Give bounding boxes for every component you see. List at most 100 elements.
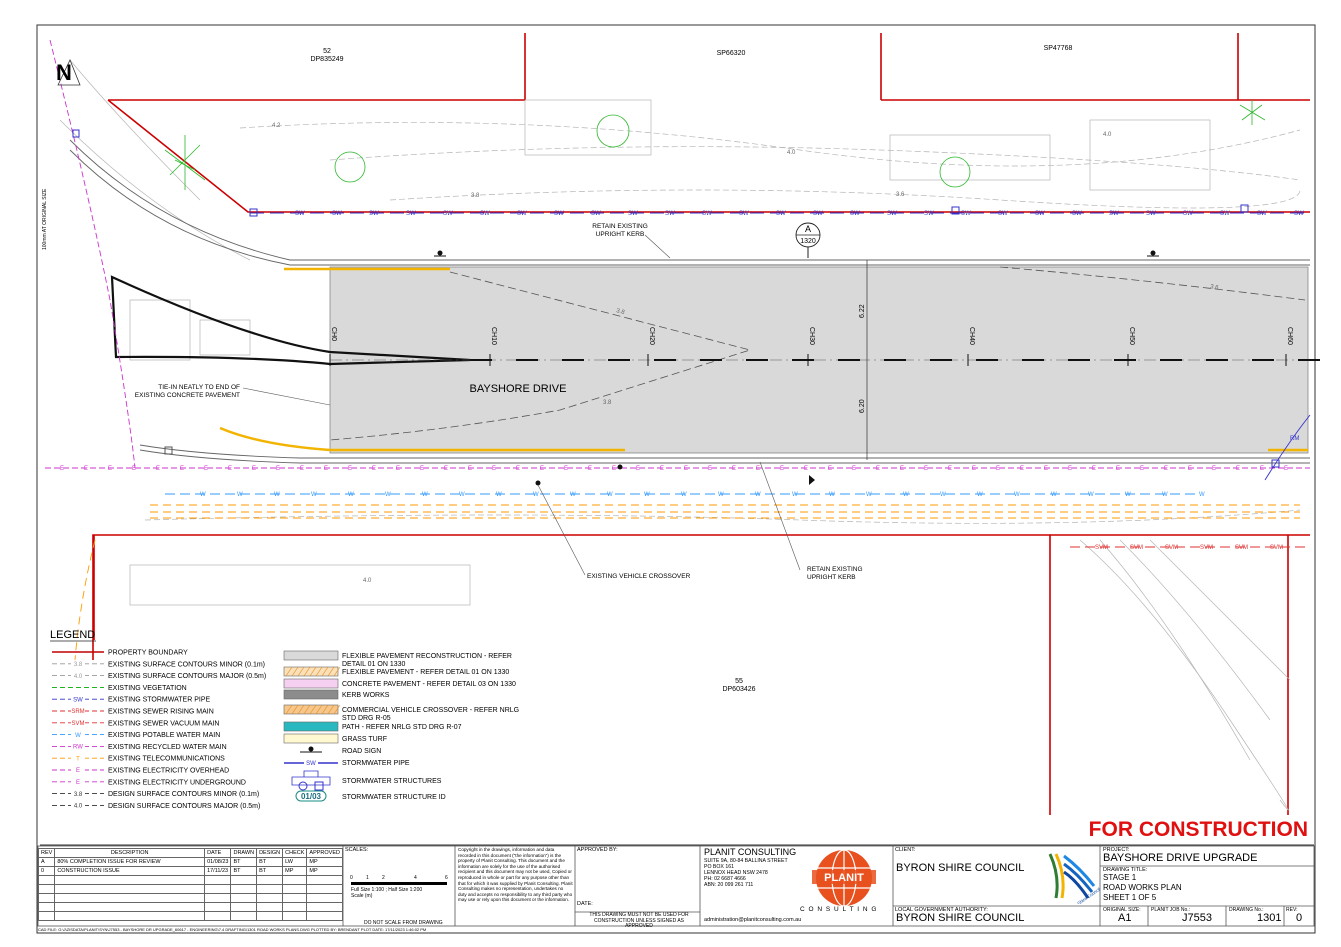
service-label: SW — [1183, 211, 1193, 217]
retain-kerb-top-1: RETAIN EXISTING — [592, 223, 648, 230]
legend-label: EXISTING POTABLE WATER MAIN — [108, 732, 220, 739]
road-name: BAYSHORE DRIVE — [470, 383, 567, 395]
chainage-label: CH0 — [330, 327, 337, 341]
service-label: E — [1068, 466, 1072, 472]
legend-label: EXISTING ELECTRICITY UNDERGROUND — [108, 779, 246, 786]
vehicle-crossover-label: EXISTING VEHICLE CROSSOVER — [587, 573, 691, 580]
service-label: E — [132, 466, 136, 472]
stormwater-inlet-icon — [314, 781, 324, 791]
service-label: E — [1020, 466, 1024, 472]
service-label: SW — [1294, 211, 1304, 217]
service-label: E — [684, 466, 688, 472]
service-label: W — [348, 492, 354, 498]
service-label: SW — [739, 211, 749, 217]
service-label: RM — [1290, 436, 1299, 442]
service-label: E — [180, 466, 184, 472]
legend-right: FLEXIBLE PAVEMENT RECONSTRUCTION - REFER… — [283, 650, 519, 802]
service-label: W — [829, 492, 835, 498]
service-label: E — [396, 466, 400, 472]
service-label: E — [852, 466, 856, 472]
service-label: E — [1236, 466, 1240, 472]
service-label: E — [156, 466, 160, 472]
not-for-construction: THIS DRAWING MUST NOT BE USED FOR CONSTR… — [589, 912, 689, 929]
service-label: W — [940, 492, 946, 498]
service-label: E — [204, 466, 208, 472]
annotations: RETAIN EXISTING UPRIGHT KERB TIE-IN NEAT… — [135, 223, 863, 581]
svg-text:3.8: 3.8 — [603, 400, 612, 406]
service-label: SW — [776, 211, 786, 217]
cad-file-path: CAD FILE: G:\J\ZISDATA\PLANIT\SYN\J7553 … — [38, 927, 427, 932]
service-label: E — [324, 466, 328, 472]
service-label: SW — [665, 211, 675, 217]
lga-label: LOCAL GOVERNMENT AUTHORITY: — [895, 907, 988, 913]
tie-in-2: EXISTING CONCRETE PAVEMENT — [135, 392, 240, 399]
legend-symbol: T — [76, 756, 80, 762]
service-label: SVM — [1130, 545, 1143, 551]
stormwater-structures — [72, 129, 1280, 468]
contour-labels: 4.2 4.0 4.0 3.8 3.6 3.8 3.8 3.6 4.0 — [272, 123, 1220, 584]
legend-fill-swatch — [283, 704, 339, 715]
service-label: W — [311, 492, 317, 498]
legend-symbol: SW — [73, 697, 83, 703]
drawing-title-label: DRAWING TITLE: — [1103, 867, 1148, 873]
project-name: BAYSHORE DRIVE UPGRADE — [1103, 852, 1258, 864]
design-header: DESIGN — [256, 848, 284, 858]
service-label: E — [492, 466, 496, 472]
legend-symbol: E — [76, 768, 80, 774]
service-label: W — [422, 492, 428, 498]
service-label: E — [780, 466, 784, 472]
service-label: W — [459, 492, 465, 498]
legend-fill-swatch — [283, 678, 339, 689]
svg-text:3.6: 3.6 — [1210, 284, 1220, 291]
service-label: W — [718, 492, 724, 498]
existing-vegetation — [164, 100, 1266, 190]
width-top: 6.22 — [859, 304, 866, 318]
service-label: SW — [406, 211, 416, 217]
service-label: E — [60, 466, 64, 472]
annotation-leaders — [242, 234, 801, 576]
lot-52: 52 — [323, 48, 331, 55]
legend-label: EXISTING SEWER VACUUM MAIN — [108, 720, 220, 727]
service-label: W — [533, 492, 539, 498]
service-label: E — [972, 466, 976, 472]
service-label: E — [228, 466, 232, 472]
service-label: SW — [1035, 211, 1045, 217]
service-label: E — [1164, 466, 1168, 472]
svg-text:4.2: 4.2 — [272, 123, 281, 129]
date-header: DATE — [204, 848, 232, 858]
road-sign-icon — [308, 746, 314, 752]
stormwater-id: 01/03 — [301, 792, 322, 801]
lot-55-dp: DP603426 — [722, 686, 755, 693]
service-label: SW — [295, 211, 305, 217]
stormwater-structure-icon — [291, 770, 331, 786]
legend-label: FLEXIBLE PAVEMENT RECONSTRUCTION - REFER — [342, 653, 512, 660]
service-label: SVM — [1165, 545, 1178, 551]
sp66320: SP66320 — [717, 50, 746, 57]
legend-fill-swatch — [283, 650, 339, 661]
desc-header: DESCRIPTION — [54, 848, 206, 858]
planit-logo-sub: C O N S U L T I N G — [800, 906, 878, 913]
drawn-header: DRAWN — [230, 848, 258, 858]
legend-label: CONCRETE PAVEMENT - REFER DETAIL 03 ON 1… — [342, 681, 516, 688]
service-label: SW — [554, 211, 564, 217]
width-bottom: 6.20 — [859, 399, 866, 413]
legend-label: STORMWATER STRUCTURES — [342, 778, 442, 785]
stormwater-id-badge — [295, 790, 327, 802]
do-not-scale: DO NOT SCALE FROM DRAWING — [364, 920, 443, 926]
legend-label: EXISTING SURFACE CONTOURS MAJOR (0.5m) — [108, 673, 266, 680]
chainage-label: CH10 — [490, 327, 497, 345]
service-label: E — [996, 466, 1000, 472]
north-arrow-icon: N — [56, 59, 81, 86]
job-label: PLANIT JOB No.: — [1151, 907, 1191, 913]
service-label: W — [274, 492, 280, 498]
svg-text:3.8: 3.8 — [615, 308, 625, 316]
revision-table: REV DESCRIPTION DATE DRAWN DESIGN CHECK … — [37, 848, 343, 921]
legend-label: DESIGN SURFACE CONTOURS MAJOR (0.5m) — [108, 803, 260, 810]
lga-name: BYRON SHIRE COUNCIL — [896, 912, 1025, 924]
service-label: SW — [1220, 211, 1230, 217]
legend-label: EXISTING SURFACE CONTOURS MINOR (0.1m) — [108, 661, 265, 668]
service-label: E — [660, 466, 664, 472]
service-label: W — [1125, 492, 1131, 498]
drawing-number: 1301 — [1257, 912, 1282, 924]
